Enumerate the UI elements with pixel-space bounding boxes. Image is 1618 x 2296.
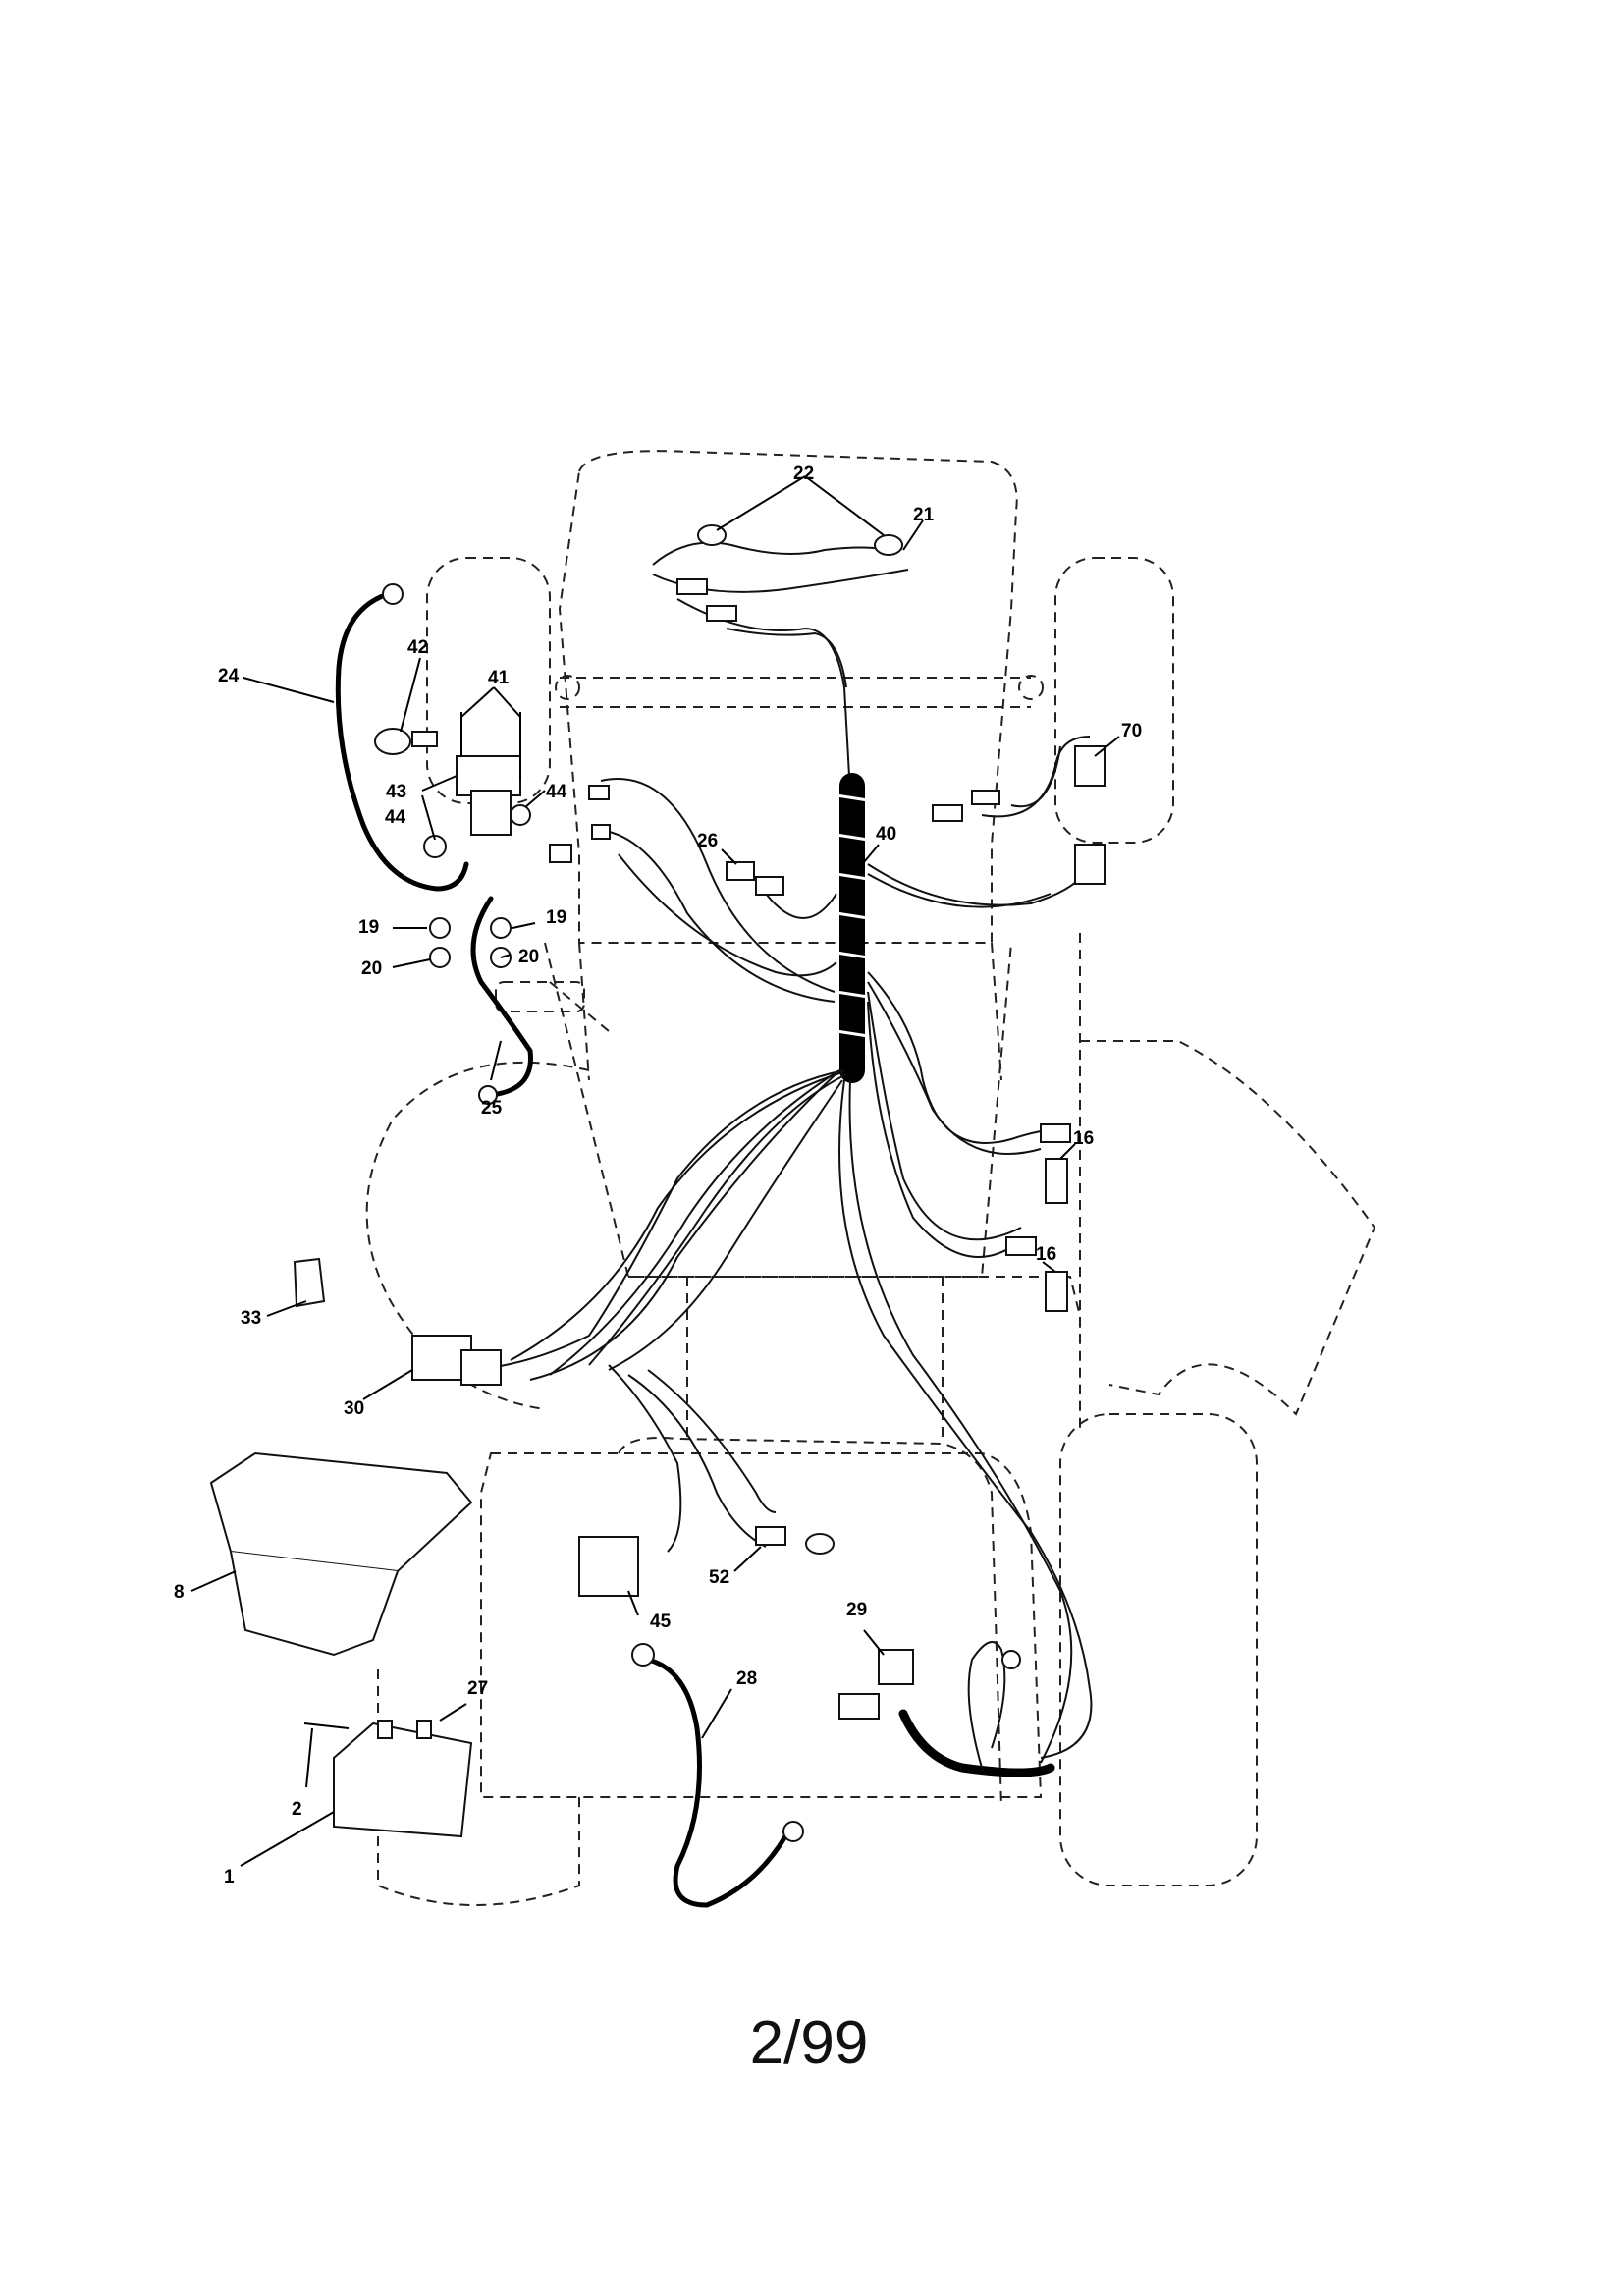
callout-2: 2 (292, 1799, 302, 1820)
callout-19-left: 19 (358, 917, 379, 938)
callout-26: 26 (697, 831, 718, 851)
ring-terminals (382, 583, 1021, 1842)
plug-52 (755, 1526, 786, 1546)
callout-41: 41 (488, 668, 510, 688)
callout-21: 21 (913, 505, 935, 525)
page-code: 2/99 (749, 2009, 869, 2077)
cable-28 (645, 1657, 788, 1908)
wiring-harness (470, 541, 1093, 1777)
callout-20-left: 20 (361, 958, 382, 979)
callout-43: 43 (386, 782, 406, 802)
solenoid-assembly (374, 712, 531, 968)
ground-cable-25 (470, 896, 533, 1098)
callout-42: 42 (407, 637, 428, 658)
tractor-outline (365, 450, 1376, 1906)
loom-coil (836, 793, 869, 1038)
connector-70 (932, 745, 1106, 885)
callout-labels: 22 21 24 42 41 43 44 44 19 19 20 20 25 2… (174, 464, 1142, 1887)
callout-25: 25 (481, 1098, 503, 1119)
callout-52: 52 (709, 1567, 729, 1588)
callout-30: 30 (344, 1398, 364, 1419)
callout-1: 1 (224, 1867, 235, 1887)
callout-33: 33 (241, 1308, 261, 1329)
connectors-26 (549, 785, 784, 896)
ignition-switch-30 (411, 1335, 502, 1386)
battery-cable-24 (335, 591, 469, 892)
callout-70: 70 (1121, 721, 1142, 741)
callout-20-right: 20 (518, 947, 539, 967)
callout-44-left: 44 (385, 807, 406, 828)
callout-16-upper: 16 (1073, 1128, 1094, 1149)
module-45 (578, 1536, 639, 1597)
callout-44-right: 44 (546, 782, 567, 802)
seat-switch-29 (838, 1649, 914, 1720)
callout-40: 40 (876, 824, 896, 845)
battery-1 (303, 1720, 473, 1838)
callout-19-right: 19 (546, 907, 566, 928)
callout-45: 45 (650, 1612, 672, 1632)
leader-lines (190, 475, 1120, 1867)
battery-tray-8 (209, 1451, 473, 1657)
interlock-switches-16 (1005, 1123, 1071, 1312)
callout-27: 27 (467, 1678, 488, 1699)
callout-28: 28 (736, 1668, 757, 1689)
callout-24: 24 (218, 666, 240, 686)
callout-29: 29 (846, 1600, 867, 1620)
headlight-bulbs (676, 524, 903, 622)
ignition-key-33 (293, 1257, 326, 1308)
callout-8: 8 (174, 1582, 185, 1603)
callout-16-lower: 16 (1036, 1244, 1056, 1265)
callout-22: 22 (793, 464, 814, 484)
